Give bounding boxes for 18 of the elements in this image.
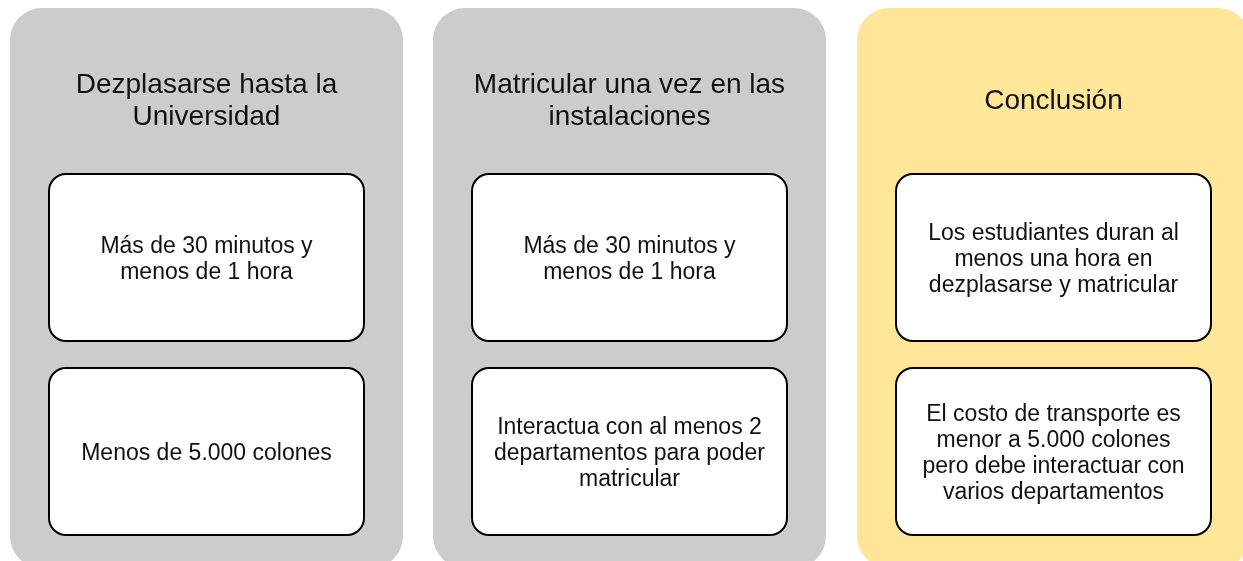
info-card — [895, 173, 1212, 342]
info-card — [471, 367, 788, 536]
card-text: Más de 30 minutos y menos de 1 hora — [522, 231, 737, 284]
info-card — [48, 367, 365, 536]
column-panel — [433, 8, 826, 561]
card-text: Los estudiantes duran al menos una hora en dezplasarse y matricular — [927, 218, 1180, 297]
card-text: Más de 30 minutos y menos de 1 hora — [99, 231, 314, 284]
column-heading: Conclusión — [983, 83, 1124, 117]
column-heading: Matricular una vez en las instalaciones — [472, 67, 787, 133]
card-text: Menos de 5.000 colones — [81, 438, 332, 465]
info-card — [48, 173, 365, 342]
info-card — [895, 367, 1212, 536]
column-heading: Dezplasarse hasta la Universidad — [74, 67, 339, 133]
column-panel — [10, 8, 403, 561]
info-card — [471, 173, 788, 342]
column-panel — [857, 8, 1243, 561]
card-text: El costo de transporte es menor a 5.000 colones pero debe interactuar con varios departamentos — [921, 399, 1186, 504]
card-text: Interactua con al menos 2 departamentos para poder matricular — [492, 412, 767, 491]
